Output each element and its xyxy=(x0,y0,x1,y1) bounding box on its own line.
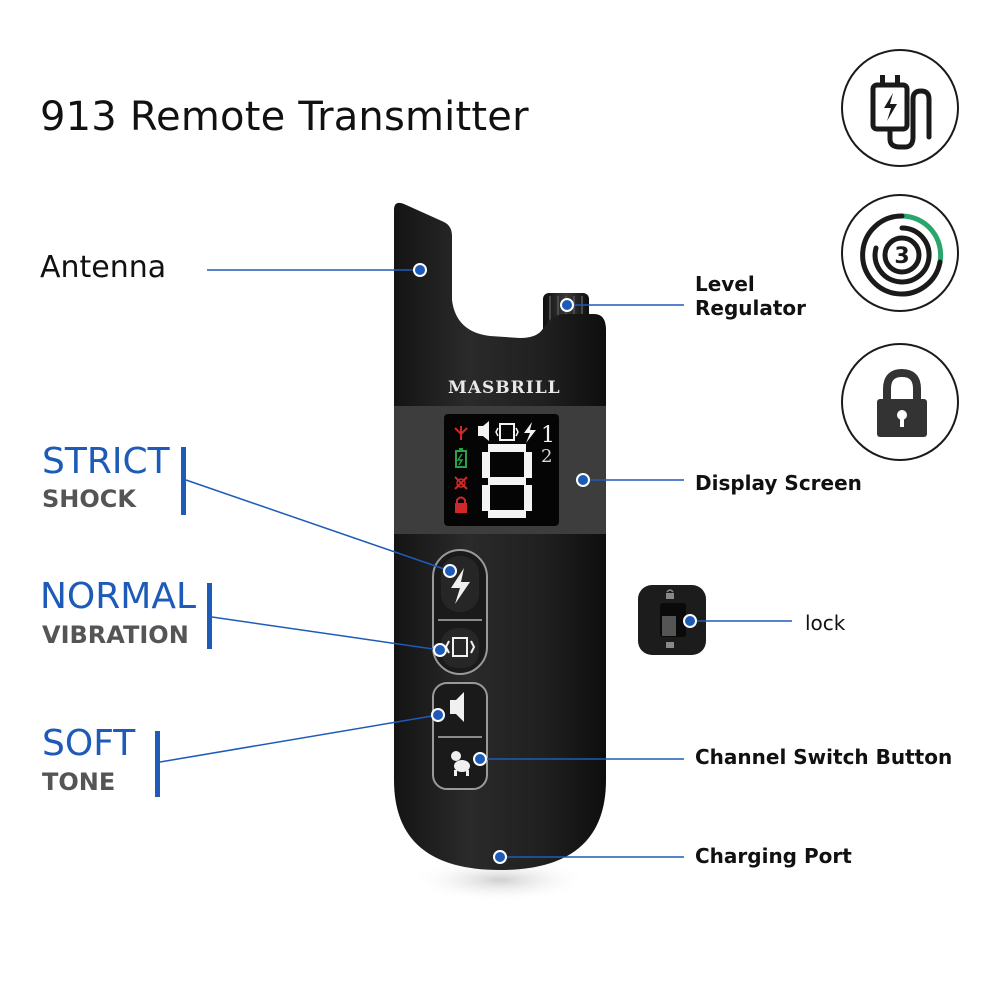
shock-label: SHOCK xyxy=(42,485,136,513)
charging-port-label: Charging Port xyxy=(695,844,852,868)
strict-label: STRICT xyxy=(42,441,170,482)
page-title: 913 Remote Transmitter xyxy=(40,94,529,140)
level-regulator-label-line2: Regulator xyxy=(695,296,807,320)
level-dial-icon: 3 xyxy=(841,194,959,312)
channel-button-icon xyxy=(451,751,470,776)
padlock-icon xyxy=(841,343,959,461)
vibration-label: VIBRATION xyxy=(42,621,189,649)
brand-logo: MASBRILL xyxy=(448,378,561,398)
normal-label: NORMAL xyxy=(40,576,197,617)
shock-button-icon xyxy=(451,568,470,604)
callout-dots xyxy=(413,263,697,864)
normal-divider xyxy=(207,583,212,649)
display-status-icons xyxy=(454,421,536,513)
soft-divider xyxy=(155,731,160,797)
callout-lines xyxy=(159,269,792,858)
antenna-label: Antenna xyxy=(40,250,167,285)
lock-label: lock xyxy=(805,611,846,635)
vibration-button-icon xyxy=(444,637,476,657)
strict-divider xyxy=(181,447,186,515)
level-value: 3 xyxy=(894,244,909,269)
channel-2-indicator: 2 xyxy=(541,446,553,467)
channel-1-indicator: 1 xyxy=(541,423,555,448)
charging-plug-icon xyxy=(841,49,959,167)
display-screen-label: Display Screen xyxy=(695,471,862,495)
channel-switch-label: Channel Switch Button xyxy=(695,745,953,769)
seven-segment-digit xyxy=(482,444,532,518)
soft-label: SOFT xyxy=(42,723,136,764)
tone-label: TONE xyxy=(42,768,116,796)
level-regulator-label-line1: Level xyxy=(695,272,755,296)
floor-shadow xyxy=(410,858,590,902)
tone-button-icon xyxy=(450,692,464,722)
